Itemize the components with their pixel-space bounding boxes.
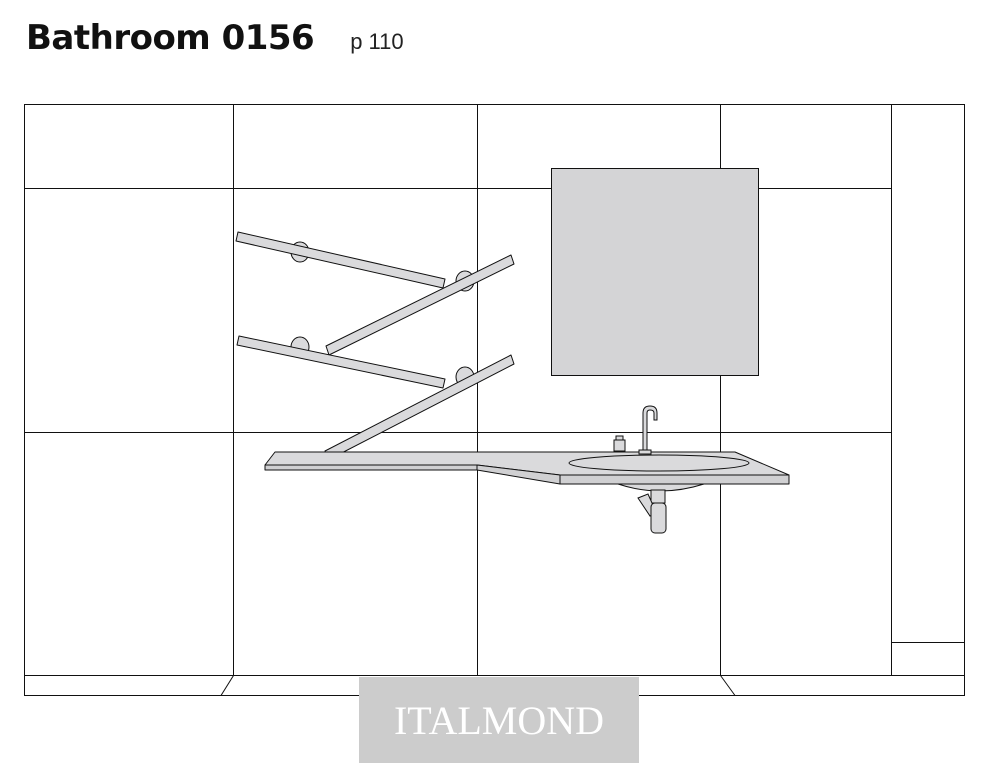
page-reference: p 110 — [350, 29, 404, 54]
basin-bowl — [568, 454, 750, 472]
faucet-spout — [642, 405, 658, 453]
shelf-wall-brackets — [290, 241, 475, 388]
control-knob-cap — [615, 435, 624, 441]
shelf-board-1 — [235, 231, 446, 289]
floor-lines — [220, 675, 736, 696]
shelf-board-4 — [324, 354, 515, 461]
countertop-front-edge — [559, 474, 790, 485]
shelf-board-2 — [325, 254, 515, 356]
faucet-base — [638, 449, 652, 455]
shelf-board-3 — [236, 335, 446, 389]
page-header: Bathroom 0156 p 110 — [26, 18, 404, 58]
zigzag-shelf-unit — [235, 231, 515, 461]
faucet — [613, 405, 658, 455]
mirror — [551, 168, 759, 376]
siphon-upper-pipe — [650, 489, 666, 504]
wall-tile-grid — [24, 104, 965, 676]
basin-drain-siphon — [617, 483, 705, 534]
watermark: ITALMOND — [359, 677, 639, 763]
page-title: Bathroom 0156 — [26, 18, 315, 58]
watermark-text: ITALMOND — [393, 697, 605, 743]
countertop-left-edge — [264, 464, 478, 471]
wall-frame — [24, 104, 965, 696]
siphon-body — [650, 502, 667, 534]
washbasin-countertop — [264, 451, 790, 485]
control-knob — [613, 439, 626, 452]
